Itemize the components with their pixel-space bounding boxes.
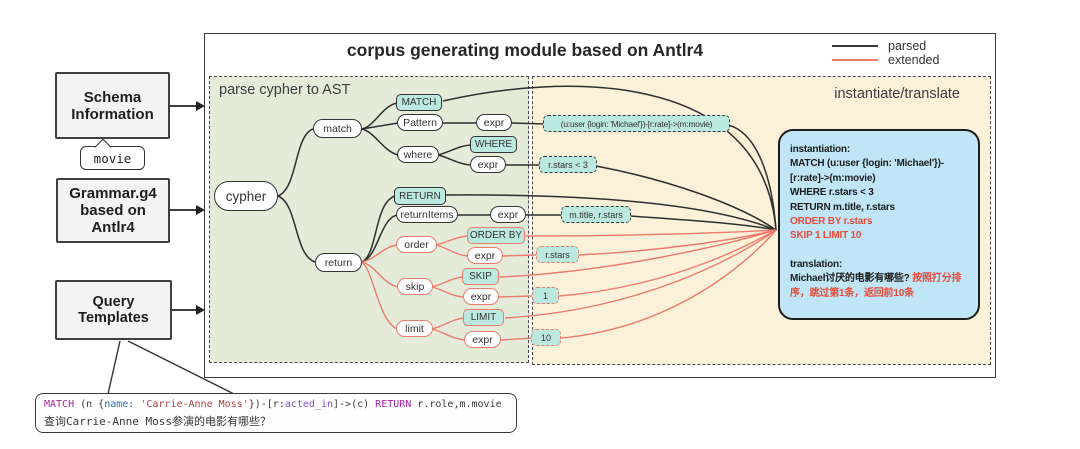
query-template-code-box: MATCH (n {name: 'Carrie-Anne Moss'})-[r:…: [35, 393, 517, 433]
parse-panel-label: parse cypher to AST: [219, 82, 351, 98]
callout-left-line: [107, 340, 121, 395]
instantiation-line-extended: SKIP 1 LIMIT 10: [790, 230, 862, 242]
query-templates-box: Query Templates: [55, 280, 172, 340]
schema-information-label: Schema Information: [71, 88, 154, 123]
schema-information-box: Schema Information: [55, 72, 170, 139]
value-limit: 10: [531, 329, 561, 346]
node-return: return: [315, 253, 362, 272]
node-cypher: cypher: [214, 181, 278, 211]
node-expr-pattern: expr: [476, 114, 512, 131]
instantiation-line: WHERE r.stars < 3: [790, 187, 874, 199]
value-pattern: (u:user {login: 'Michael'})-[r:rate]->(m…: [543, 115, 730, 132]
instantiate-panel-label: instantiate/translate: [834, 86, 960, 102]
legend-row-parsed: parsed: [832, 39, 982, 53]
instantiation-line: [r:rate]->(m:movie): [790, 172, 876, 184]
instantiation-line: MATCH (u:user {login: 'Michael'})-: [790, 158, 944, 170]
spacer: [790, 244, 968, 258]
module-title: corpus generating module based on Antlr4: [346, 40, 704, 60]
keyword-orderby: ORDER BY: [467, 227, 525, 244]
code-token: name:: [104, 399, 141, 410]
node-expr-returnitems: expr: [490, 206, 526, 223]
legend: parsed extended: [832, 39, 982, 67]
legend-label-parsed: parsed: [888, 39, 927, 53]
node-expr-where: expr: [470, 156, 506, 173]
value-returnitems: m.title, r.stars: [561, 206, 631, 223]
input-arrows: [170, 105, 197, 311]
translation-parsed: Michael讨厌的电影有哪些?: [790, 273, 910, 285]
movie-note-bubble: movie: [80, 146, 145, 170]
query-templates-label: Query Templates: [78, 294, 149, 326]
translation-text: Michael讨厌的电影有哪些? 按照打分排序，跳过第1条，返回前10条: [790, 272, 968, 301]
keyword-limit: LIMIT: [463, 309, 504, 326]
keyword-return: RETURN: [394, 187, 446, 205]
translation-heading: translation:: [790, 258, 843, 270]
legend-label-extended: extended: [888, 53, 940, 67]
extended-line-swatch: [832, 59, 878, 61]
instantiation-line: RETURN m.title, r.stars: [790, 201, 895, 213]
instantiation-translation-box: instantiation: MATCH (u:user {login: 'Mi…: [778, 129, 980, 320]
template-question-line: 查询Carrie-Anne Moss参演的电影有哪些？: [44, 415, 271, 428]
code-token: MATCH: [44, 399, 81, 410]
code-token: (n {: [80, 399, 105, 410]
parsed-line-swatch: [832, 45, 878, 47]
instantiation-heading: instantiation:: [790, 144, 850, 155]
node-expr-skip: expr: [463, 288, 499, 305]
template-code-line: MATCH (n {name: 'Carrie-Anne Moss'})-[r:…: [44, 396, 508, 413]
grammar-box: Grammar.g4 based on Antlr4: [56, 178, 170, 243]
keyword-where: WHERE: [470, 136, 517, 153]
code-token: RETURN: [375, 399, 418, 410]
node-returnitems: returnItems: [396, 206, 458, 223]
code-token: })-[r:: [248, 399, 285, 410]
grammar-label: Grammar.g4 based on Antlr4: [69, 185, 157, 236]
node-limit: limit: [396, 320, 433, 337]
node-skip: skip: [397, 278, 433, 295]
legend-row-extended: extended: [832, 53, 982, 67]
node-expr-limit: expr: [464, 331, 501, 348]
value-order: r.stars: [536, 246, 579, 263]
node-order: order: [396, 236, 437, 253]
value-where: r.stars < 3: [539, 156, 597, 173]
instantiation-line-extended: ORDER BY r.stars: [790, 216, 873, 228]
translation-extended: 按照打分排序，跳过第1条，返回前10条: [790, 273, 962, 299]
node-match: match: [313, 119, 362, 138]
keyword-match: MATCH: [396, 94, 442, 111]
code-token: 'Carrie-Anne Moss': [140, 399, 249, 410]
code-token: ]->(c): [333, 399, 376, 410]
node-expr-order: expr: [467, 247, 503, 264]
value-skip: 1: [532, 287, 559, 304]
code-token: r.role,m.movie: [417, 399, 502, 410]
keyword-skip: SKIP: [462, 268, 499, 285]
code-token: acted_in: [284, 399, 334, 410]
node-where: where: [397, 146, 439, 163]
node-pattern: Pattern: [397, 114, 443, 131]
